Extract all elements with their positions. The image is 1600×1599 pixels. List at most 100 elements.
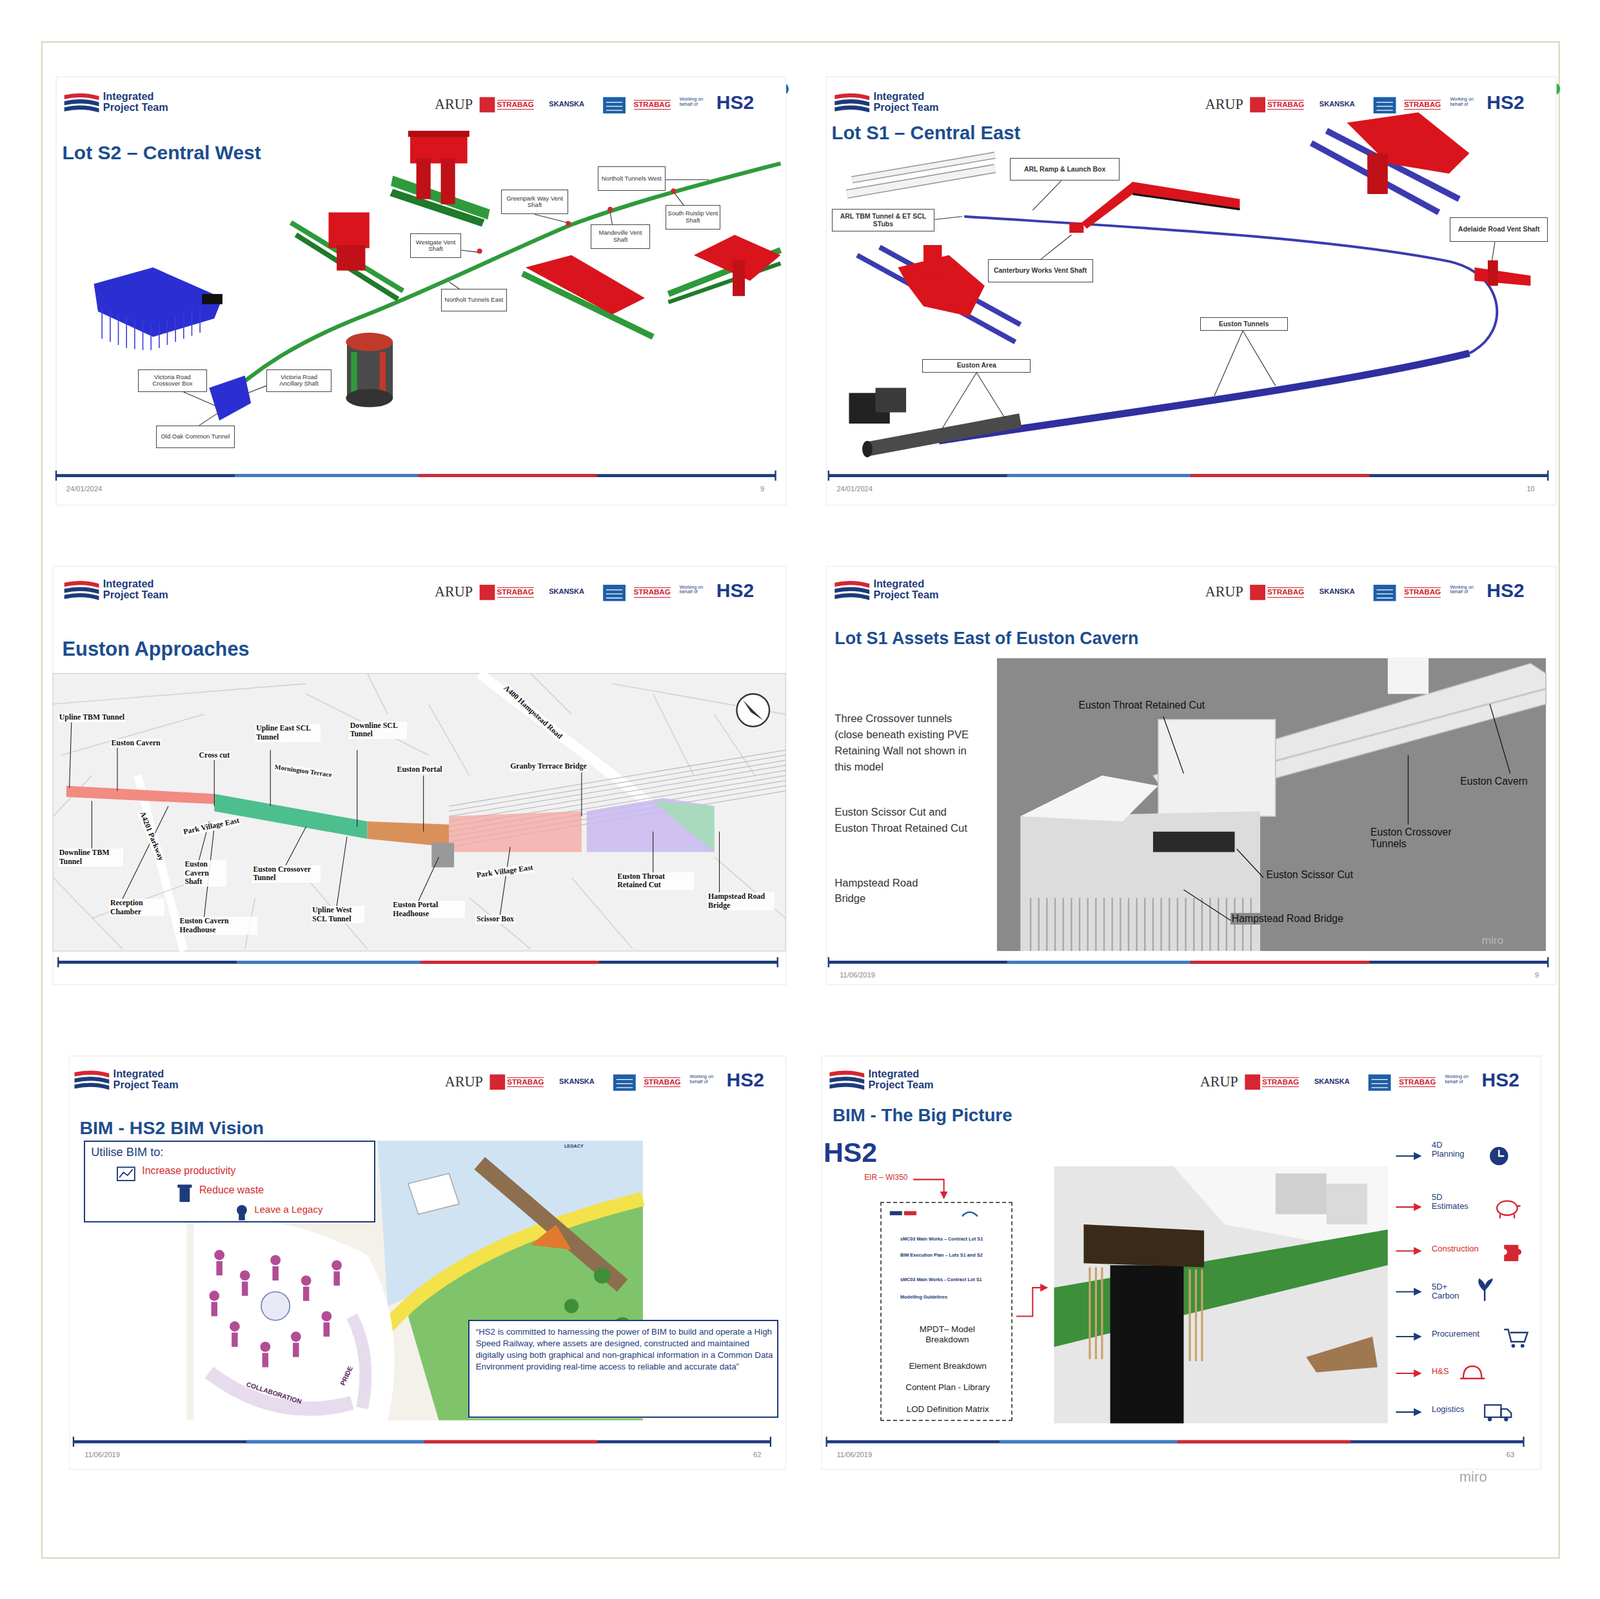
callout-box: Old Oak Common Tunnel xyxy=(156,425,235,449)
map-label: Park Village East xyxy=(475,863,535,881)
bim-big-picture-illustration-part xyxy=(1396,1155,1421,1157)
model-label: Euston Throat Retained Cut xyxy=(1077,699,1206,712)
model-label: Euston Crossover Tunnels xyxy=(1369,826,1461,850)
lot-s2-model-part xyxy=(525,255,645,315)
note-text: Three Crossover tunnels (close beneath e… xyxy=(834,711,983,776)
page-number: 10 xyxy=(1503,484,1535,494)
logo-text: ARUP xyxy=(1205,96,1244,113)
box-text: Increase productivity xyxy=(141,1165,236,1177)
lot-s1-model-part xyxy=(1487,260,1499,287)
board-frame-part xyxy=(69,1056,787,1470)
bim-vision-illustration-part xyxy=(593,1267,611,1284)
euston-cavern-model-part xyxy=(997,658,1546,952)
euston-approaches-map-part xyxy=(448,811,582,852)
watermark: miro xyxy=(1459,1469,1488,1486)
logo-text: ARUP xyxy=(434,583,473,600)
logo-text: STRABAG xyxy=(1398,1077,1436,1088)
callout-label: Mandeville Vent Shaft xyxy=(592,229,648,244)
map-label: Euston Portal xyxy=(395,765,444,775)
bim-big-picture-illustration-part xyxy=(1479,1279,1493,1301)
logo-text: STRABAG xyxy=(643,1077,681,1088)
euston-approaches-map-part xyxy=(653,800,715,852)
logo-text: STRABAG xyxy=(633,99,671,110)
logo-text: STRABAG xyxy=(497,99,534,110)
lot-s2-model-part xyxy=(208,375,251,422)
slide-panel: Integrated Project TeamARUPSTRABAGSKANSK… xyxy=(826,566,1557,985)
slide-date: 11/06/2019 xyxy=(84,1451,120,1460)
bim-big-picture-illustration-part xyxy=(904,1211,917,1215)
bim-vision-illustration-part-part xyxy=(262,1353,269,1368)
quote-box: “HS2 is committed to harnessing the powe… xyxy=(468,1320,779,1419)
bim-big-picture-illustration-part xyxy=(1396,1250,1421,1252)
bim-vision-illustration-part xyxy=(468,1320,779,1419)
reference-label: EIR – WI350 xyxy=(864,1173,908,1183)
bim-big-picture-illustration-part xyxy=(889,1211,903,1215)
bim-vision-illustration-part xyxy=(236,1205,247,1216)
bim-big-picture-illustration-part xyxy=(962,1212,978,1217)
logo-text: ARUP xyxy=(1200,1073,1239,1090)
logo-text: STRABAG xyxy=(1267,587,1304,598)
map-label: Downline SCL Tunnel xyxy=(348,721,407,740)
map-label: Scissor Box xyxy=(475,915,515,925)
lot-s1-model-part xyxy=(867,420,1021,449)
logo-text: SKANSKA xyxy=(1319,587,1355,596)
logo-text: STRABAG xyxy=(1267,99,1304,110)
logo-text: HS2 xyxy=(1486,91,1524,115)
lot-s1-model-part xyxy=(1132,194,1240,210)
box-text: sMC03 Main Works - Contract Lot S1 xyxy=(900,1277,998,1283)
bim-big-picture-illustration-part xyxy=(1503,1329,1528,1343)
page-number: 9 xyxy=(1508,971,1539,980)
board-frame-part xyxy=(826,76,1557,506)
use-label: 5D+ Carbon xyxy=(1431,1282,1469,1302)
lot-s1-model-part xyxy=(851,155,996,180)
bim-vision-illustration-part xyxy=(352,1316,366,1408)
bim-vision-illustration-part xyxy=(479,1163,623,1286)
bim-big-picture-illustration-part xyxy=(1326,1184,1368,1225)
box-text: Modelling Guidelines xyxy=(900,1294,998,1301)
box-text: “HS2 is committed to harnessing the powe… xyxy=(475,1326,774,1373)
lot-s1-model-part xyxy=(875,388,907,413)
bim-vision-illustration-part xyxy=(83,1140,376,1223)
callout-label: Euston Area xyxy=(957,361,997,370)
box-text: Utilise BIM to: xyxy=(90,1145,164,1160)
bim-vision-illustration-part-part xyxy=(239,1270,251,1281)
callout-label: Greenpark Way Vent Shaft xyxy=(503,195,567,209)
note-text: Euston Scissor Cut and Euston Throat Ret… xyxy=(834,804,983,838)
callout-box: Victoria Road Crossover Box xyxy=(138,369,208,393)
callout-label: ARL TBM Tunnel & ET SCL STubs xyxy=(833,212,933,228)
bim-vision-illustration-part-part xyxy=(272,1266,278,1281)
lot-s2-model-part xyxy=(183,179,710,426)
lot-s1-model-part xyxy=(846,168,995,195)
bim-big-picture-illustration-part xyxy=(1501,1409,1512,1418)
bim-vision-illustration-part-part xyxy=(333,1271,340,1286)
euston-approaches-map-part xyxy=(52,673,786,950)
bim-vision-illustration-part-part xyxy=(270,1254,281,1266)
bim-big-picture-illustration-part xyxy=(1487,1417,1492,1422)
map-label: Hampstead Road Bridge xyxy=(707,892,775,910)
board-frame-part xyxy=(41,41,1560,1559)
bim-vision-illustration-part-part xyxy=(290,1331,302,1343)
bim-vision-illustration-part-part xyxy=(241,1282,248,1297)
callout-box: Adelaide Road Vent Shaft xyxy=(1449,217,1548,242)
bim-big-picture-illustration-part xyxy=(1396,1372,1421,1375)
slide-footer-bar-part xyxy=(828,957,1549,968)
euston-approaches-map xyxy=(52,673,786,952)
map-label: Granby Terrace Bridge xyxy=(509,762,589,772)
box-text: MPDT– Model Breakdown xyxy=(906,1324,988,1345)
callout-label: Victoria Road Crossover Box xyxy=(139,374,206,388)
box-text: Leave a Legacy xyxy=(254,1204,323,1215)
box-text: Element Breakdown xyxy=(881,1361,1014,1372)
bim-big-picture-illustration-part xyxy=(1016,1287,1047,1317)
use-label: 5D Estimates xyxy=(1431,1193,1479,1212)
slide-date: 11/06/2019 xyxy=(839,971,876,980)
lot-s1-model-part xyxy=(923,245,942,274)
slide-panel: Integrated Project TeamARUPSTRABAGSKANSK… xyxy=(52,566,786,985)
logo-text: SKANSKA xyxy=(559,1077,595,1087)
slide-date: 11/06/2019 xyxy=(836,1451,872,1460)
use-label: Logistics xyxy=(1431,1405,1464,1415)
bim-big-picture-illustration-part xyxy=(1498,1150,1504,1157)
logo-text: STRABAG xyxy=(633,587,671,598)
logo-text: SKANSKA xyxy=(1319,99,1355,109)
slide-title: BIM - The Big Picture xyxy=(832,1105,1012,1126)
